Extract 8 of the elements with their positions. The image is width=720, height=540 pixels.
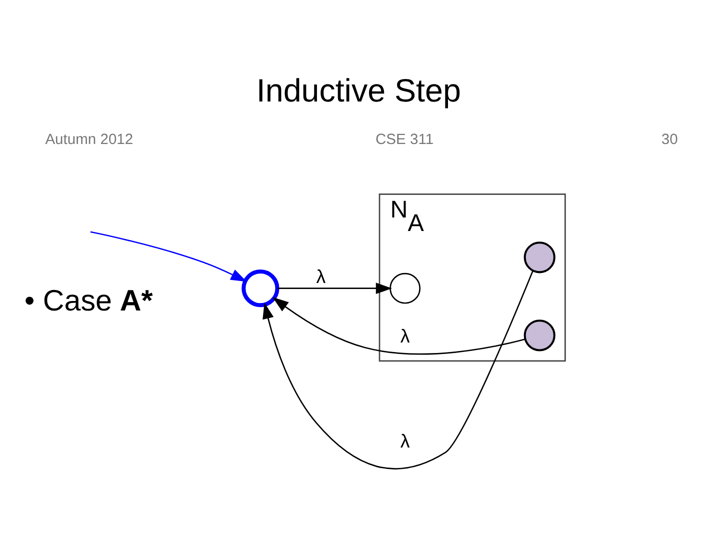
label: 30 (661, 132, 678, 148)
edge-label: λ (400, 325, 410, 346)
label: • Case A* (24, 284, 153, 318)
edge-label: λ (316, 266, 326, 288)
label: Autumn 2012 (45, 132, 134, 148)
diagram-title: Inductive Step (256, 72, 461, 109)
label: CSE 311 (375, 132, 434, 148)
edge-label: λ (400, 430, 410, 452)
